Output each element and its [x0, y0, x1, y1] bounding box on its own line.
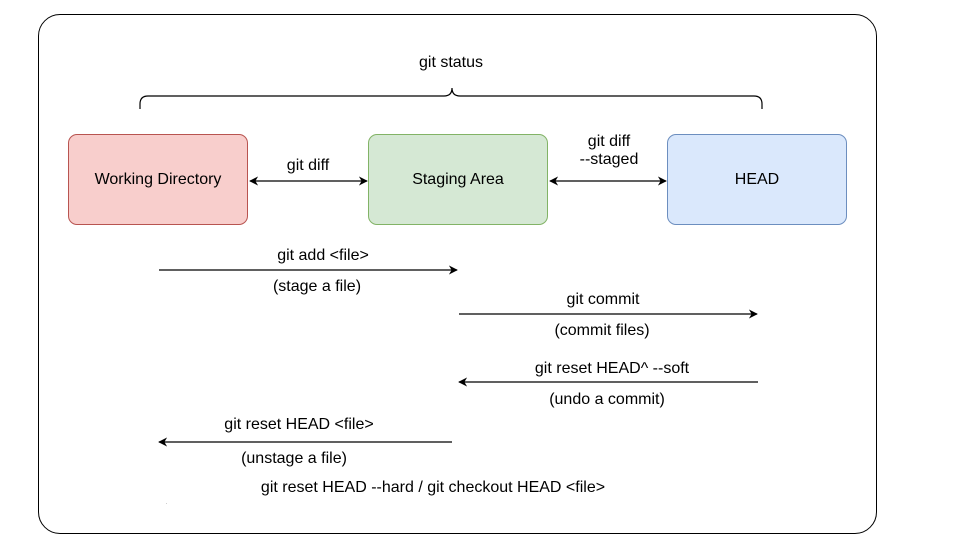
staging-area-node: Staging Area	[368, 134, 548, 225]
git-reset-soft-label: git reset HEAD^ --soft	[534, 360, 690, 377]
head-label: HEAD	[734, 170, 780, 188]
git-commit-label: git commit	[566, 291, 640, 308]
working-directory-label: Working Directory	[94, 170, 222, 188]
git-commit-description: (commit files)	[554, 322, 650, 339]
git-reset-soft-description: (undo a commit)	[549, 391, 665, 408]
git-diff-staged-line1: git diff	[587, 133, 631, 150]
git-unstage-label: git reset HEAD <file>	[224, 416, 374, 433]
git-hard-reset-label: git reset HEAD --hard / git checkout HEA…	[260, 479, 606, 496]
staging-area-label: Staging Area	[412, 170, 504, 188]
git-diff-label: git diff	[286, 157, 330, 174]
git-add-description: (stage a file)	[272, 278, 362, 295]
connectors-layer	[139, 87, 763, 504]
status-brace	[139, 87, 763, 109]
head-node: HEAD	[667, 134, 847, 225]
git-status-label: git status	[418, 54, 484, 71]
git-add-label: git add <file>	[277, 247, 369, 264]
working-directory-node: Working Directory	[68, 134, 248, 225]
git-diff-staged-line2: --staged	[579, 151, 639, 168]
git-unstage-description: (unstage a file)	[241, 450, 347, 467]
git-diff-staged-label: git diff --staged	[580, 133, 639, 169]
